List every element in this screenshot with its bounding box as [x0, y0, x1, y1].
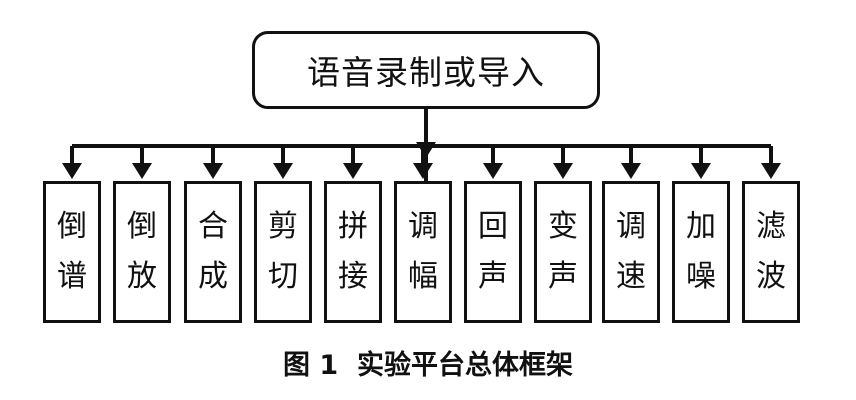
branch-arrowhead-7	[483, 163, 503, 179]
leaf-node-9-char-1: 调	[616, 209, 646, 244]
leaf-node-10: 加 噪	[672, 181, 730, 323]
leaf-node-6-char-2: 幅	[408, 259, 438, 294]
leaf-node-2-char-1: 倒	[127, 209, 157, 244]
leaf-node-2: 倒 放	[113, 181, 171, 323]
leaf-node-3-char-1: 合	[198, 209, 228, 244]
leaf-node-8: 变 声	[534, 181, 592, 323]
leaf-node-4-char-2: 切	[268, 259, 298, 294]
leaf-node-5-char-1: 拼	[338, 209, 368, 244]
leaf-node-10-char-2: 噪	[686, 259, 716, 294]
leaf-node-4: 剪 切	[254, 181, 312, 323]
branch-arrowhead-8	[553, 163, 573, 179]
leaf-node-3-char-2: 成	[198, 259, 228, 294]
root-node-label: 语音录制或导入	[307, 53, 545, 92]
branch-arrowhead-4	[273, 163, 293, 179]
branch-arrowhead-1	[62, 163, 82, 179]
figure-caption: 图 1 实验平台总体框架	[283, 350, 573, 381]
branch-arrowhead-6	[413, 163, 433, 179]
leaf-node-2-char-2: 放	[127, 259, 157, 294]
branch-arrowhead-9	[621, 163, 641, 179]
leaf-node-8-char-1: 变	[548, 209, 578, 244]
root-node: 语音录制或导入	[252, 31, 600, 109]
branch-arrowhead-5	[343, 163, 363, 179]
leaf-node-7: 回 声	[464, 181, 522, 323]
leaf-node-4-char-1: 剪	[268, 209, 298, 244]
leaf-node-7-char-1: 回	[478, 209, 508, 244]
leaf-node-1: 倒 谱	[43, 181, 101, 323]
leaf-node-10-char-1: 加	[686, 209, 716, 244]
leaf-node-6: 调 幅	[394, 181, 452, 323]
leaf-node-1-char-2: 谱	[57, 259, 87, 294]
leaf-node-9: 调 速	[602, 181, 660, 323]
branch-arrowhead-2	[132, 163, 152, 179]
leaf-node-6-char-1: 调	[408, 209, 438, 244]
branch-arrowhead-10	[691, 163, 711, 179]
leaf-node-8-char-2: 声	[548, 259, 578, 294]
leaf-node-5-char-2: 接	[338, 259, 368, 294]
branch-arrowhead-3	[203, 163, 223, 179]
leaf-node-9-char-2: 速	[616, 259, 646, 294]
leaf-node-11-char-2: 波	[756, 259, 786, 294]
leaf-node-5: 拼 接	[324, 181, 382, 323]
leaf-node-1-char-1: 倒	[57, 209, 87, 244]
leaf-node-7-char-2: 声	[478, 259, 508, 294]
branch-arrowhead-11	[761, 163, 781, 179]
leaf-node-11-char-1: 滤	[756, 209, 786, 244]
leaf-node-11: 滤 波	[742, 181, 800, 323]
leaf-node-3: 合 成	[184, 181, 242, 323]
